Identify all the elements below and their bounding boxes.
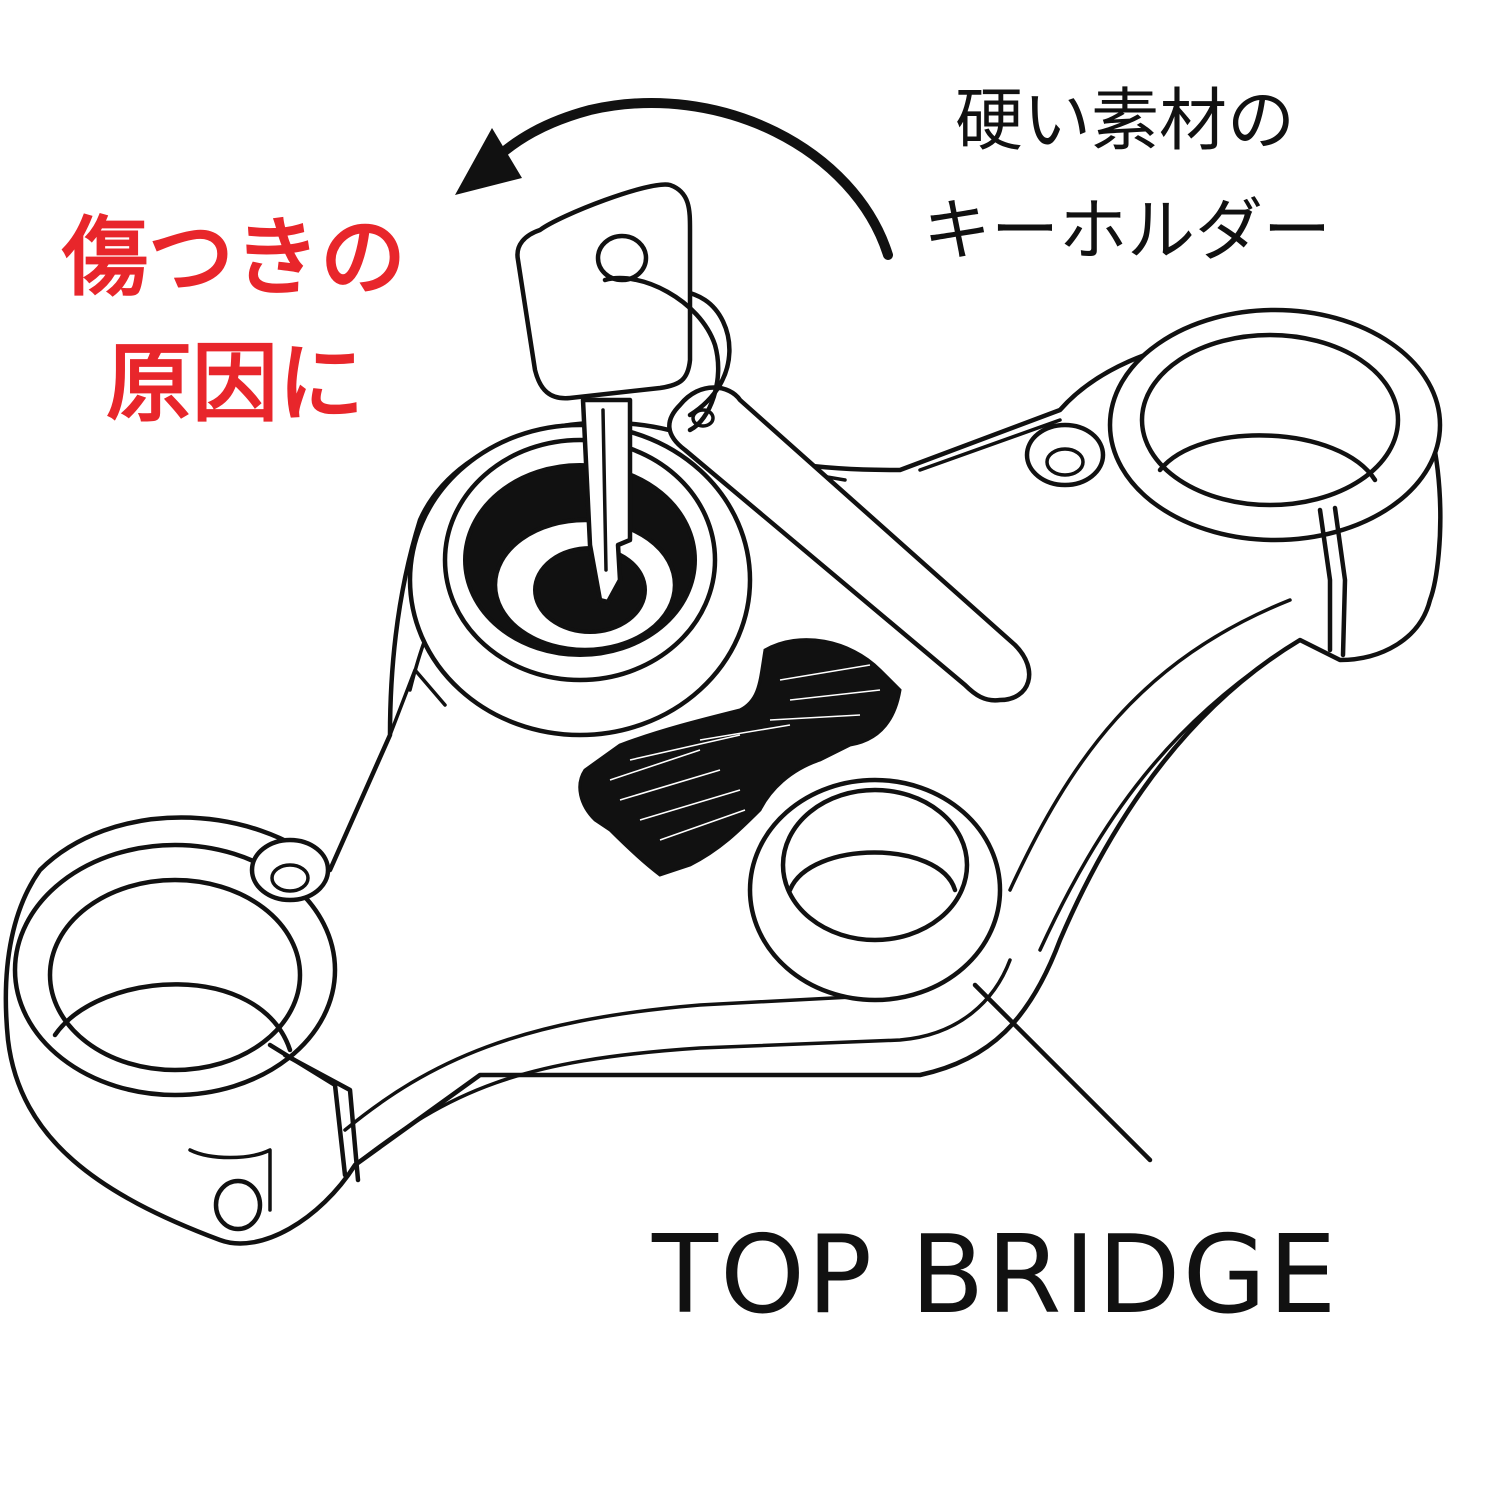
left-fork-clamp — [12, 842, 361, 1232]
keyholder-callout-line2: キーホルダー — [923, 192, 1332, 271]
bolt-hole-right — [1024, 422, 1106, 488]
bolt-hole-left — [249, 837, 331, 903]
damage-callout-line2: 原因に — [106, 334, 364, 434]
keyholder-callout: 硬い素材の キーホルダー — [923, 88, 1331, 266]
key-cylinder — [407, 422, 753, 738]
rotation-arrow — [455, 98, 893, 260]
keyholder-callout-line1: 硬い素材の — [955, 82, 1296, 161]
key — [515, 182, 721, 605]
scratch-mark — [578, 638, 902, 877]
right-fork-clamp — [1107, 307, 1443, 658]
part-label: TOP BRIDGE — [652, 1213, 1339, 1338]
damage-callout-line1: 傷つきの — [62, 208, 406, 308]
damage-callout: 傷つきの 原因に — [62, 215, 406, 427]
stem-hole — [747, 777, 1153, 1163]
arrowhead-icon — [455, 128, 522, 195]
